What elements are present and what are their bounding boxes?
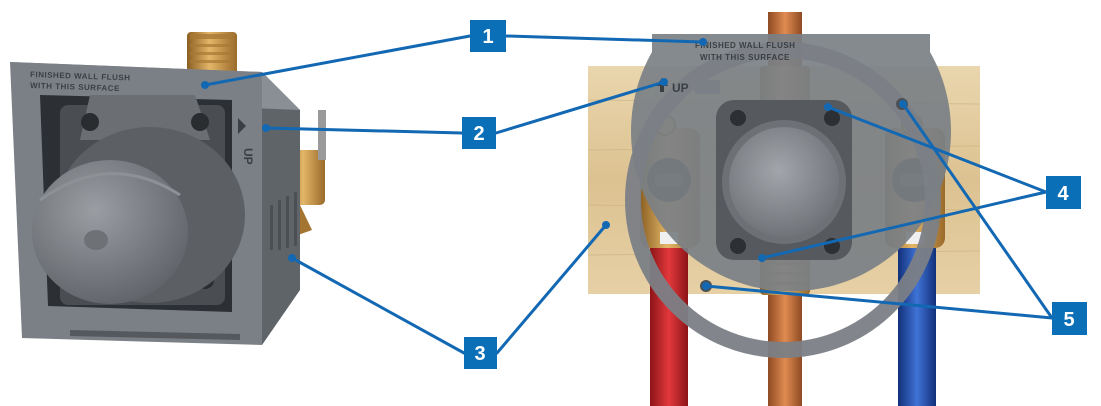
test-cap-right	[729, 127, 839, 237]
leader-1b	[504, 34, 705, 44]
callout-2-label: 2	[473, 123, 484, 145]
leader-2a	[264, 126, 464, 135]
leader-4b	[760, 190, 1048, 260]
leader-2b	[494, 80, 666, 135]
callout-1-label: 1	[482, 26, 493, 48]
right-guard-stamp-line1: FINISHED WALL FLUSH	[695, 41, 795, 50]
callout-3: 3	[464, 337, 497, 369]
leader-4a	[826, 105, 1048, 194]
leader-3b	[495, 223, 608, 355]
leader-lines	[203, 34, 1054, 355]
leader-3a	[290, 256, 466, 355]
brass-top-inlet	[187, 32, 237, 80]
leader-dots	[201, 38, 907, 290]
valve-installed-right: FINISHED WALL FLUSH WITH THIS SURFACE UP	[587, 12, 981, 406]
left-guard-up-stamp: UP	[241, 148, 255, 165]
left-guard-stamp-line2: WITH THIS SURFACE	[30, 81, 120, 93]
leader-1a	[203, 34, 472, 87]
right-guard-up-stamp: UP	[672, 81, 689, 95]
leader-5b	[704, 284, 1054, 320]
callout-4: 4	[1046, 176, 1081, 209]
left-guard-stamp-line1: FINISHED WALL FLUSH	[30, 70, 131, 83]
callout-2: 2	[462, 117, 496, 149]
valve-body-left: FINISHED WALL FLUSH WITH THIS SURFACE UP	[10, 32, 326, 345]
callout-1: 1	[470, 20, 506, 52]
callout-4-label: 4	[1057, 183, 1069, 205]
up-arrow-icon	[238, 118, 246, 134]
right-guard-stamp-line2: WITH THIS SURFACE	[700, 53, 790, 62]
callout-3-label: 3	[474, 343, 485, 365]
callout-5: 5	[1052, 302, 1087, 335]
callout-5-label: 5	[1063, 309, 1074, 331]
leader-5a	[901, 102, 1054, 320]
test-cap-left	[32, 127, 245, 304]
valve-body-center	[716, 100, 852, 260]
